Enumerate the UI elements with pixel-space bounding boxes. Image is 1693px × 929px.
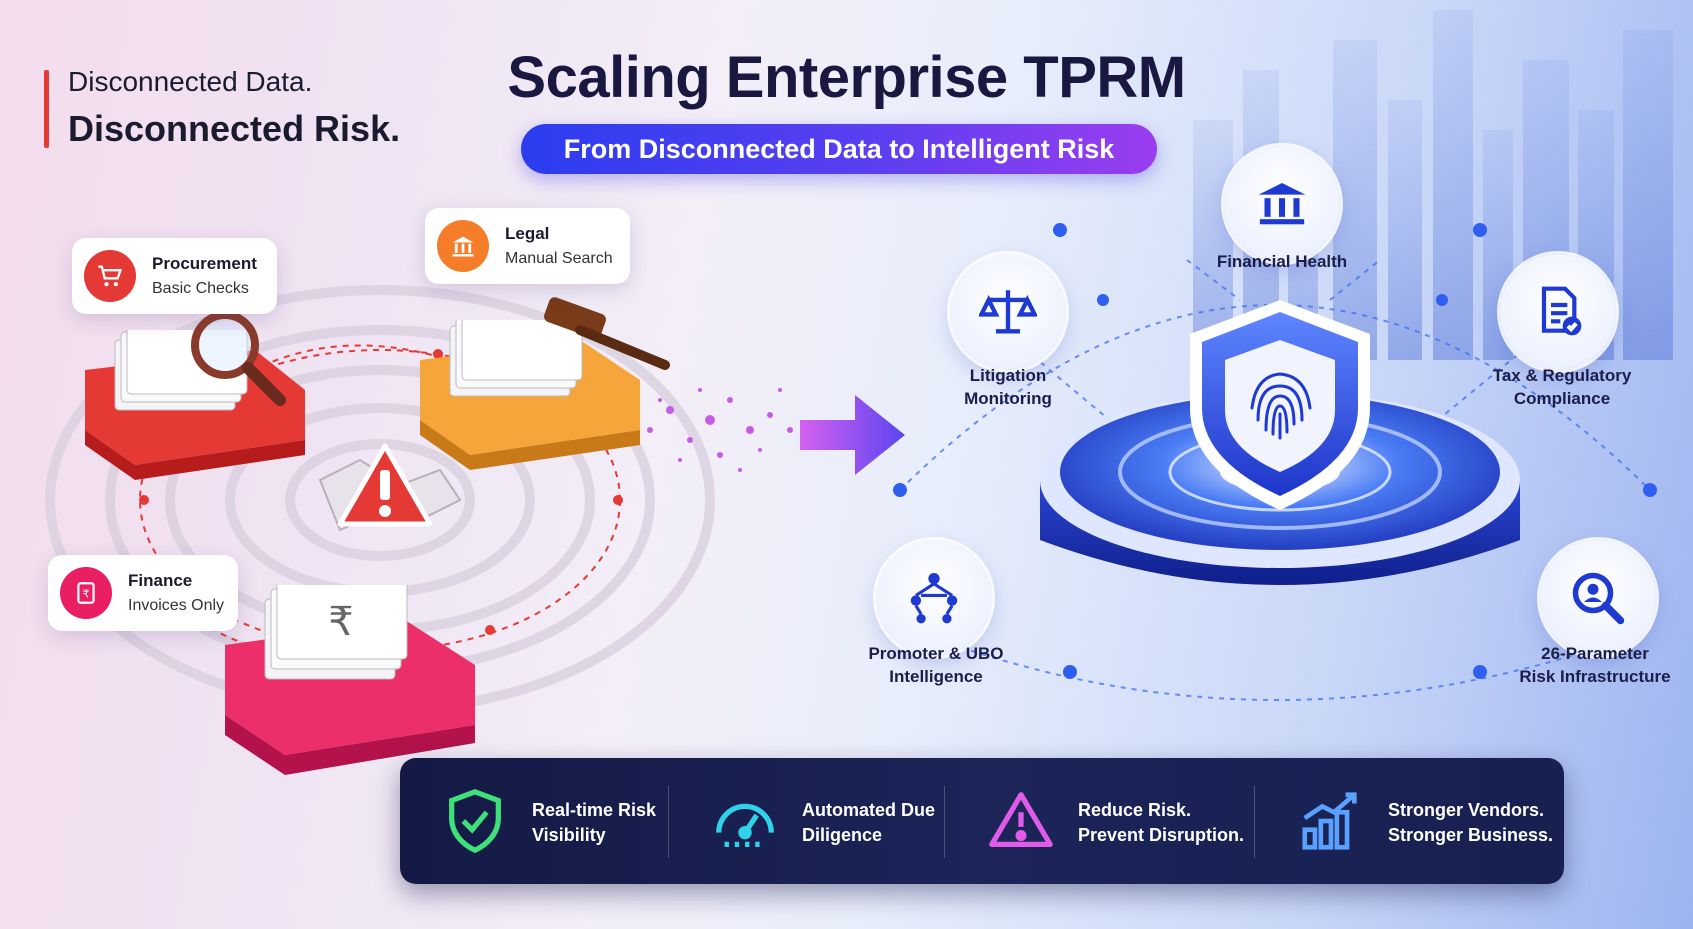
capability-26-parameter	[1540, 540, 1656, 656]
feature-label: Real-time Risk Visibility	[532, 800, 657, 845]
feature-divider	[668, 786, 669, 858]
tagline-line-2: Disconnected Risk.	[68, 108, 401, 149]
legal-card: Legal Manual Search	[425, 208, 630, 284]
feature-stronger-vendors: Stronger Vendors. Stronger Business.	[1256, 758, 1564, 884]
cart-icon	[84, 250, 136, 302]
svg-text:₹: ₹	[328, 599, 353, 645]
silo-title: Finance	[128, 571, 193, 590]
capability-financial-health	[1224, 146, 1340, 262]
shield-check-icon	[449, 789, 501, 854]
page-title: Scaling Enterprise TPRM	[0, 44, 1693, 111]
benefits-bar: Real-time Risk Visibility Automated Due …	[400, 758, 1564, 884]
silo-desc: Manual Search	[505, 250, 613, 267]
feature-reduce-risk: Reduce Risk. Prevent Disruption.	[946, 758, 1256, 884]
document-check-icon	[1541, 286, 1582, 336]
finance-puzzle-piece: ₹	[225, 585, 475, 775]
network-people-icon	[910, 572, 958, 624]
feature-label: Reduce Risk. Prevent Disruption.	[1078, 800, 1245, 845]
finance-card: ₹ Finance Invoices Only	[48, 555, 238, 631]
warning-icon	[337, 443, 433, 527]
capability-label: Litigation Monitoring	[964, 366, 1052, 408]
bank-icon	[437, 220, 489, 272]
subtitle-pill: From Disconnected Data to Intelligent Ri…	[521, 124, 1157, 174]
page-title-text: Scaling Enterprise TPRM	[507, 45, 1186, 110]
tagline-line-1: Disconnected Data.	[68, 66, 313, 97]
transform-arrow-icon	[800, 395, 905, 475]
procurement-card: Procurement Basic Checks	[72, 238, 277, 314]
capability-label: Tax & Regulatory Compliance	[1492, 366, 1632, 408]
capability-label: Financial Health	[1216, 252, 1348, 271]
silo-title: Legal	[505, 224, 550, 243]
warning-icon	[989, 792, 1053, 847]
silo-desc: Basic Checks	[152, 280, 249, 297]
capability-label: Promoter & UBO Intelligence	[868, 644, 1004, 686]
feature-automated-diligence: Automated Due Diligence	[670, 758, 946, 884]
scales-icon	[979, 290, 1037, 334]
fingerprint-icon	[1250, 372, 1312, 440]
feature-label: Stronger Vendors. Stronger Business.	[1388, 800, 1554, 845]
feature-divider	[944, 786, 945, 858]
bank-icon	[1258, 183, 1306, 225]
svg-text:₹: ₹	[83, 587, 90, 600]
magnifier-icon	[191, 311, 286, 406]
growth-chart-icon	[1302, 792, 1357, 850]
silo-desc: Invoices Only	[128, 597, 225, 614]
gavel-icon	[544, 297, 670, 370]
feature-real-time-visibility: Real-time Risk Visibility	[400, 758, 670, 884]
capability-tax-regulatory	[1500, 254, 1616, 370]
gauge-icon	[716, 803, 774, 847]
capability-promoter-ubo	[876, 540, 992, 656]
feature-divider	[1254, 786, 1255, 858]
search-person-icon	[1572, 572, 1625, 625]
feature-label: Automated Due Diligence	[802, 800, 936, 845]
capability-litigation-monitoring	[950, 254, 1066, 370]
silo-title: Procurement	[152, 254, 257, 273]
invoice-icon: ₹	[60, 567, 112, 619]
capability-label: 26-Parameter Risk Infrastructure	[1519, 644, 1671, 686]
central-risk-platform	[1040, 300, 1520, 585]
tagline-accent-bar	[44, 70, 49, 148]
legal-puzzle-piece	[420, 320, 640, 470]
data-particles	[647, 388, 793, 472]
